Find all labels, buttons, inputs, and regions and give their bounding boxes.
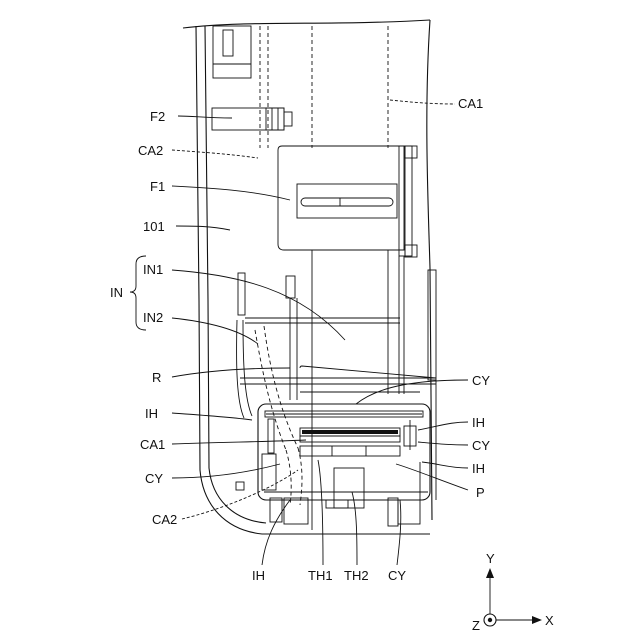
arrow-right-icon [532,616,542,624]
label-r: R [152,370,161,385]
cylinder-assembly [236,380,436,526]
arrow-up-icon [486,568,494,578]
label-ih-right-top: IH [472,415,485,430]
label-cy-right-mid: CY [472,438,490,453]
label-in: IN [110,285,123,300]
label-ih-right-mid: IH [472,461,485,476]
coordinate-axes [484,568,542,626]
leader-lines [172,100,468,565]
label-th2: TH2 [344,568,369,583]
label-cy-left: CY [145,471,163,486]
housing-outline [183,20,432,534]
label-cy-bottom: CY [388,568,406,583]
label-ca2-bottom: CA2 [152,512,177,527]
label-101: 101 [143,219,165,234]
label-f1: F1 [150,179,165,194]
axis-label-z: Z [472,618,480,633]
label-in2: IN2 [143,310,163,325]
inlet-region [237,270,436,505]
label-ih-left: IH [145,406,158,421]
label-p: P [476,485,485,500]
label-th1: TH1 [308,568,333,583]
label-ca1-top: CA1 [458,96,483,111]
axis-label-y: Y [486,551,495,566]
label-in1: IN1 [143,262,163,277]
upper-mechanisms [212,26,417,257]
axis-label-x: X [545,613,554,628]
reference-labels: CA1 F2 CA2 F1 101 IN IN1 IN2 R IH CA1 CY… [110,96,554,633]
label-ih-bottom: IH [252,568,265,583]
label-cy-right-top: CY [472,373,490,388]
label-f2: F2 [150,109,165,124]
label-ca1-left: CA1 [140,437,165,452]
label-ca2-top: CA2 [138,143,163,158]
